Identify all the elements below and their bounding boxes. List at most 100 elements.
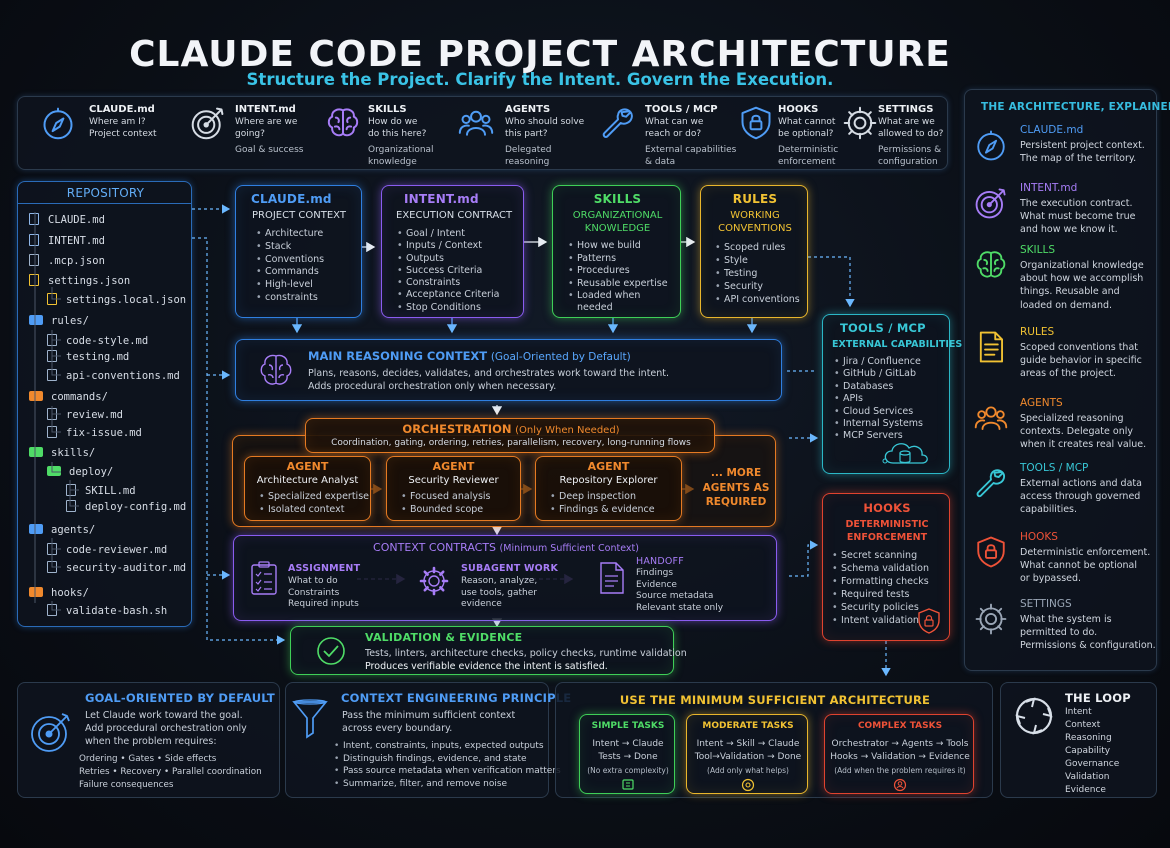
reasoning-title-row: MAIN REASONING CONTEXT (Goal-Oriented by… bbox=[308, 349, 631, 363]
list-item: Internal Systems bbox=[834, 418, 923, 431]
target-icon bbox=[975, 188, 1006, 219]
explained-item-line: access through governed bbox=[1020, 491, 1141, 503]
assignment-list: What to do Constraints Required inputs bbox=[288, 576, 359, 611]
explained-item-line: Scoped conventions that bbox=[1020, 342, 1138, 353]
list-item: Bounded scope bbox=[401, 503, 491, 516]
top-strip-line: Organizational bbox=[368, 145, 434, 155]
repo-item-name: testing.md bbox=[66, 351, 130, 363]
hooks-card-list: Secret scanning Schema validation Format… bbox=[832, 550, 929, 627]
top-strip-line: How do we bbox=[368, 117, 418, 127]
top-strip-line: reasoning bbox=[505, 157, 550, 167]
top-strip-line: allowed to do? bbox=[878, 129, 944, 139]
shield-lock-icon bbox=[918, 608, 940, 634]
contracts-title: CONTEXT CONTRACTS bbox=[373, 541, 497, 554]
moderate-line-2: Tool→Validation → Done bbox=[694, 752, 802, 762]
explained-item-title: SETTINGS bbox=[1020, 598, 1072, 610]
intent-card-subtitle: EXECUTION CONTRACT bbox=[396, 210, 513, 221]
brain-icon bbox=[327, 108, 359, 137]
explained-item-line: External actions and data bbox=[1020, 478, 1142, 489]
orchestration-title: ORCHESTRATION bbox=[402, 422, 512, 436]
simple-title: SIMPLE TASKS bbox=[591, 721, 665, 731]
claude-card-title: CLAUDE.md bbox=[251, 192, 332, 206]
repo-item-name: settings.local.json bbox=[66, 294, 187, 306]
explained-item-line: What must become true bbox=[1020, 211, 1136, 223]
repo-file-row: settings.json bbox=[29, 274, 130, 287]
rules-card-subtitle-1: WORKING bbox=[730, 210, 780, 221]
lock-icon bbox=[977, 536, 1005, 568]
top-strip-line: reach or do? bbox=[645, 129, 702, 139]
explained-item-title: RULES bbox=[1020, 326, 1055, 338]
top-strip-line: this part? bbox=[505, 129, 548, 139]
simple-tasks-card: SIMPLE TASKS Intent → Claude Tests → Don… bbox=[579, 714, 675, 794]
explained-item-title: HOOKS bbox=[1020, 531, 1058, 543]
list-item: Evidence bbox=[1065, 785, 1106, 795]
list-item: Style bbox=[715, 254, 800, 267]
check-circle-icon bbox=[317, 637, 345, 665]
list-item: APIs bbox=[834, 393, 923, 406]
goal-line-3: when the problem requires: bbox=[85, 736, 217, 747]
list-item: Commands bbox=[256, 266, 324, 279]
list-item: Stop Conditions bbox=[397, 302, 499, 315]
list-item: GitHub / GitLab bbox=[834, 368, 923, 381]
list-item: Governance bbox=[1065, 759, 1120, 769]
goal-title: GOAL-ORIENTED BY DEFAULT bbox=[85, 691, 275, 705]
top-strip-title: HOOKS bbox=[778, 104, 819, 115]
repo-item-name: skills/ bbox=[51, 447, 96, 459]
more-agents-line: REQUIRED bbox=[705, 496, 767, 508]
repo-folder-row: hooks/ bbox=[29, 587, 89, 599]
agent-capabilities: Specialized expertiseIsolated context bbox=[259, 490, 369, 516]
hooks-card: HOOKS DETERMINISTIC ENFORCEMENT Secret s… bbox=[822, 493, 950, 641]
explained-item-line: areas of the project. bbox=[1020, 368, 1116, 380]
compass-icon bbox=[43, 107, 73, 140]
top-strip-line: do this here? bbox=[368, 129, 427, 139]
contracts-title-row: CONTEXT CONTRACTS (Minimum Sufficient Co… bbox=[234, 541, 778, 554]
list-item: Capability bbox=[1065, 746, 1111, 756]
repo-item-name: settings.json bbox=[48, 275, 131, 287]
explained-item-line: contexts. Delegate only bbox=[1020, 426, 1133, 438]
moderate-line-1: Intent → Skill → Claude bbox=[696, 739, 800, 749]
repo-item-name: api-conventions.md bbox=[66, 370, 180, 382]
list-item: Stack bbox=[256, 241, 324, 254]
gear-icon bbox=[975, 603, 1007, 635]
list-item: Acceptance Criteria bbox=[397, 289, 499, 302]
assignment-title: ASSIGNMENT bbox=[288, 563, 361, 574]
explained-item-line: Deterministic enforcement. bbox=[1020, 547, 1151, 558]
explained-item-line: Permissions & configuration. bbox=[1020, 640, 1156, 652]
skills-card: SKILLS ORGANIZATIONAL KNOWLEDGE How we b… bbox=[552, 185, 681, 318]
principle-line-2: across every boundary. bbox=[342, 723, 453, 734]
list-item: Goal / Intent bbox=[397, 228, 499, 241]
repository-title: REPOSITORY bbox=[66, 186, 145, 200]
subagent-list: Reason, analyze, use tools, gather evide… bbox=[461, 576, 537, 611]
moderate-title: MODERATE TASKS bbox=[702, 721, 794, 731]
handoff-list: Findings Evidence Source metadata Releva… bbox=[636, 568, 723, 614]
explained-item-line: The execution contract. bbox=[1020, 198, 1133, 209]
agent-name: Repository Explorer bbox=[559, 475, 658, 486]
explained-item-line: Specialized reasoning bbox=[1020, 413, 1124, 424]
top-strip-line: going? bbox=[235, 129, 265, 139]
complex-line-3: (Add when the problem requires it) bbox=[834, 766, 966, 775]
list-item: Findings bbox=[636, 568, 674, 578]
clipboard-checklist-icon bbox=[251, 561, 277, 595]
minimum-title: USE THE MINIMUM SUFFICIENT ARCHITECTURE bbox=[619, 693, 931, 707]
wrench-icon bbox=[602, 108, 633, 138]
people-icon bbox=[458, 110, 494, 136]
principle-title: CONTEXT ENGINEERING PRINCIPLE bbox=[341, 691, 572, 705]
top-strip-line: Who should solve bbox=[505, 117, 585, 127]
main-reasoning-context: MAIN REASONING CONTEXT (Goal-Oriented by… bbox=[235, 339, 782, 401]
repository-panel: REPOSITORY bbox=[17, 181, 192, 627]
list-item: Distinguish findings, evidence, and stat… bbox=[334, 753, 561, 766]
list-item: constraints bbox=[256, 292, 324, 305]
list-item: Context bbox=[1065, 720, 1101, 730]
explained-item-line: What cannot be optional bbox=[1020, 560, 1138, 572]
list-item: Validation bbox=[1065, 772, 1110, 782]
principle-list: Intent, constraints, inputs, expected ou… bbox=[334, 740, 561, 790]
top-strip-line: knowledge bbox=[368, 157, 417, 167]
repo-item-name: agents/ bbox=[51, 524, 96, 536]
list-item: Security bbox=[715, 280, 800, 293]
repo-file-row: .mcp.json bbox=[29, 254, 105, 267]
intent-card-title: INTENT.md bbox=[404, 192, 479, 206]
